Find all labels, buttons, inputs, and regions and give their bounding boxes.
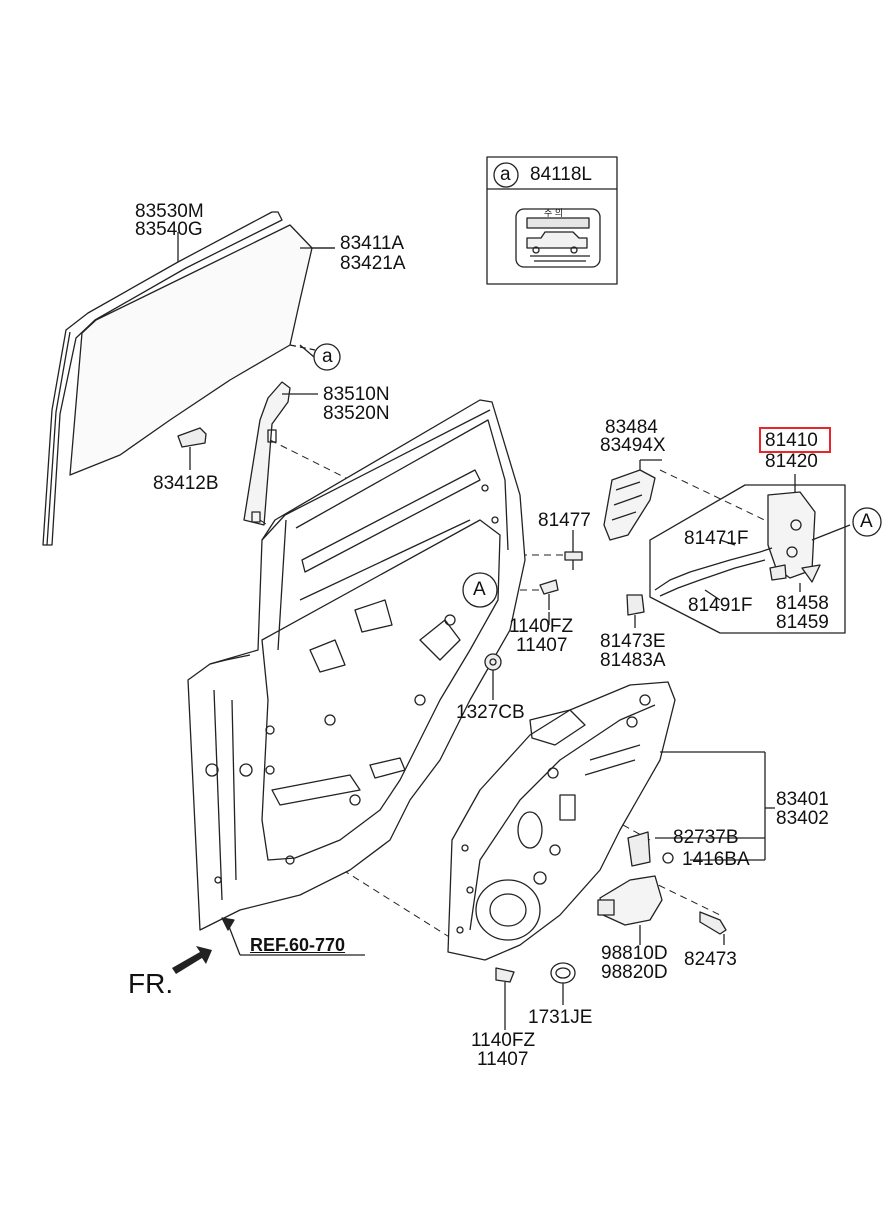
channel	[243, 381, 318, 526]
part-label-83484[interactable]: 83484	[605, 417, 658, 438]
front-arrow-icon	[172, 946, 212, 974]
highlight-box-81410	[759, 427, 831, 453]
part-label-83402[interactable]: 83402	[776, 808, 829, 829]
nut-1327cb	[484, 653, 502, 700]
striker	[626, 594, 645, 628]
part-label-83494x[interactable]: 83494X	[600, 435, 666, 456]
part-label-1416ba[interactable]: 1416BA	[682, 849, 750, 870]
part-label-83401[interactable]: 83401	[776, 789, 829, 810]
callout-a-glass-letter: a	[322, 346, 333, 367]
part-label-1140fz-mid[interactable]: 1140FZ	[509, 616, 574, 637]
bolt-mid	[539, 579, 559, 610]
leader-lines	[299, 247, 801, 625]
part-label-11407-mid[interactable]: 11407	[516, 635, 568, 656]
inset-caption: 주 의	[544, 208, 564, 218]
part-label-82737b[interactable]: 82737B	[673, 827, 739, 848]
regulator	[447, 681, 775, 961]
callout-A-latch	[852, 507, 882, 537]
part-label-83421a[interactable]: 83421A	[340, 253, 406, 274]
bolt-bottom	[495, 967, 515, 1030]
callout-A-latch-letter: A	[860, 511, 873, 532]
inset-part-number: 84118L	[530, 164, 592, 185]
glass-carrier	[177, 427, 207, 470]
bracket	[627, 831, 651, 867]
front-label: FR.	[128, 968, 174, 999]
part-label-81471f[interactable]: 81471F	[684, 528, 749, 549]
part-label-98820d[interactable]: 98820D	[601, 962, 668, 983]
part-label-81420[interactable]: 81420	[765, 451, 818, 472]
part-label-1140fz-bottom[interactable]: 1140FZ	[471, 1030, 536, 1051]
part-label-98810d[interactable]: 98810D	[601, 943, 668, 964]
part-label-83540g[interactable]: 83540G	[135, 219, 203, 240]
inset-label-box	[486, 156, 618, 285]
part-label-81458[interactable]: 81458	[776, 593, 829, 614]
part-label-1731je[interactable]: 1731JE	[528, 1007, 593, 1028]
inset-callout-letter: a	[500, 164, 511, 185]
part-label-1327cb[interactable]: 1327CB	[456, 702, 525, 723]
bolt-82473	[699, 911, 727, 945]
reference-link[interactable]: REF.60-770	[250, 935, 346, 955]
part-label-83411a[interactable]: 83411A	[340, 233, 405, 254]
part-label-83510n[interactable]: 83510N	[323, 384, 390, 405]
glass-run-strip	[42, 211, 283, 546]
ref-leader	[221, 917, 365, 956]
door-panel	[187, 399, 526, 931]
motor	[597, 875, 663, 945]
grommet	[662, 852, 674, 864]
plug	[550, 962, 576, 1005]
part-label-11407-bottom[interactable]: 11407	[477, 1049, 529, 1070]
part-label-82473[interactable]: 82473	[684, 949, 737, 970]
part-label-81483a[interactable]: 81483A	[600, 650, 666, 671]
part-label-81410[interactable]: 81410	[765, 430, 818, 451]
part-label-83412b[interactable]: 83412B	[153, 473, 219, 494]
callout-A-door	[462, 572, 498, 608]
part-label-81491f[interactable]: 81491F	[688, 595, 753, 616]
part-label-81459[interactable]: 81459	[776, 612, 829, 633]
part-label-81477[interactable]: 81477	[538, 510, 591, 531]
part-label-83520n[interactable]: 83520N	[323, 403, 390, 424]
bolt-81477	[564, 530, 583, 570]
part-label-81473e[interactable]: 81473E	[600, 631, 666, 652]
part-label-83530m[interactable]: 83530M	[135, 201, 204, 222]
callout-A-door-letter: A	[473, 579, 486, 600]
latch-box	[649, 474, 851, 634]
outside-handle	[603, 460, 656, 541]
